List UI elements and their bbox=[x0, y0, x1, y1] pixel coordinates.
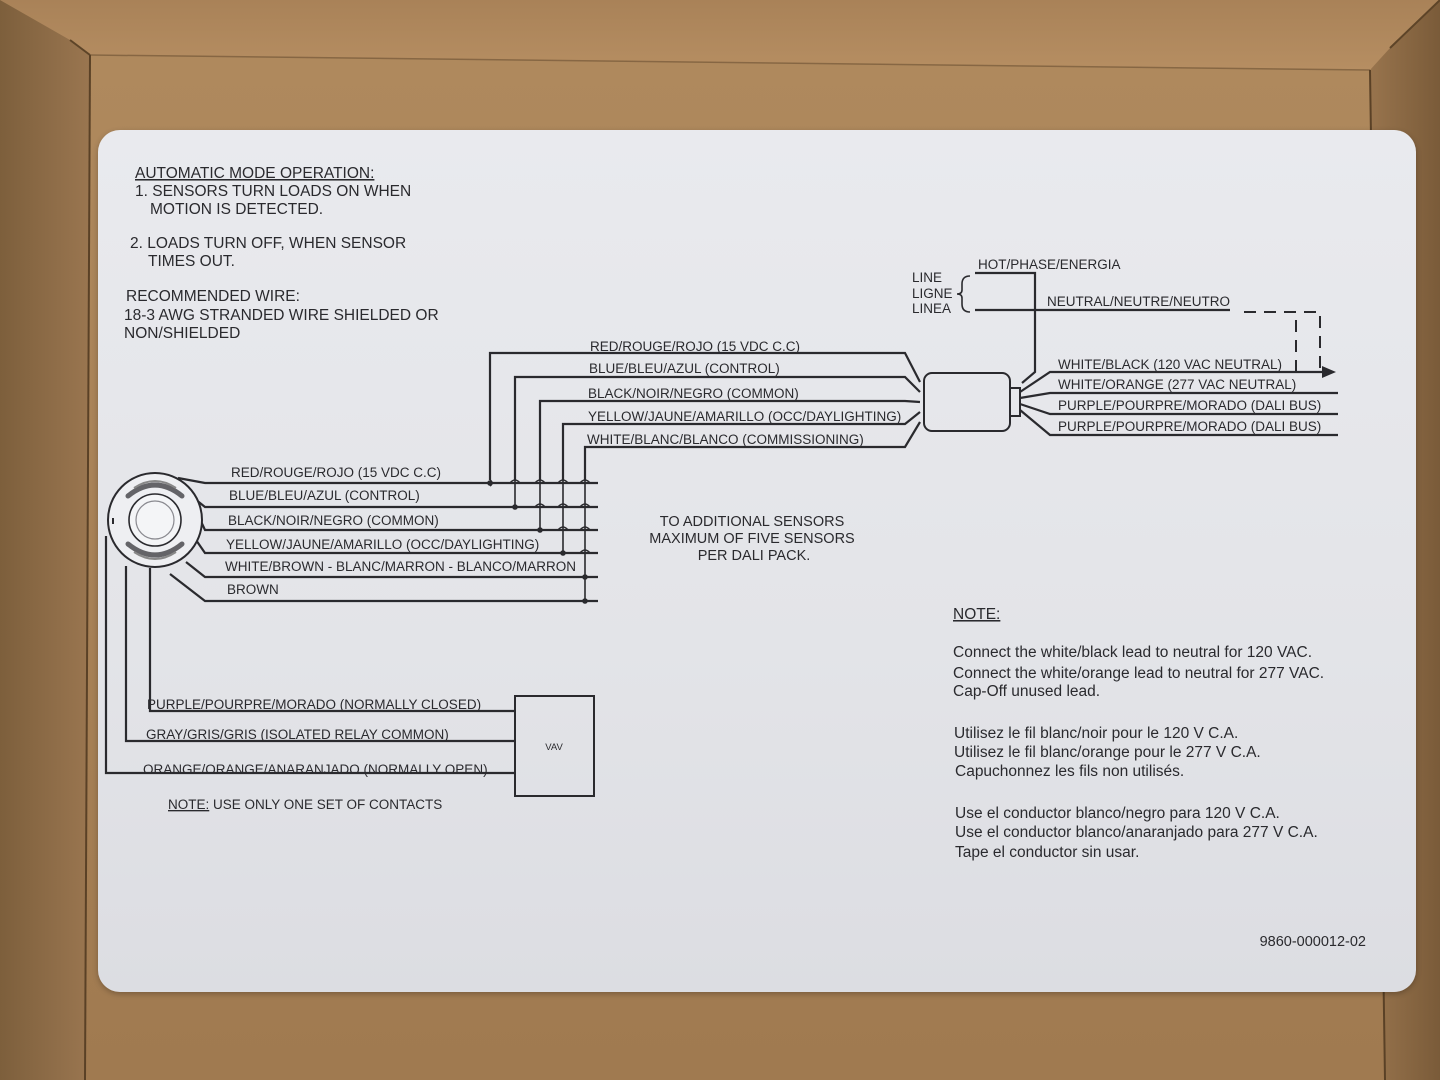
neutral-jumper-outer bbox=[1244, 311, 1321, 372]
yellow-bus bbox=[561, 411, 921, 480]
white-black-arrow bbox=[1322, 366, 1336, 378]
additional-sensors-line2: MAXIMUM OF FIVE SENSORS bbox=[649, 531, 854, 547]
dali-pack-connector bbox=[1009, 387, 1021, 417]
white-orange-wire bbox=[1019, 391, 1338, 400]
wire-junctions bbox=[487, 479, 598, 604]
dali-pack bbox=[923, 372, 1011, 432]
pack-output-dali-bus-1: PURPLE/POURPRE/MORADO (DALI BUS) bbox=[1058, 398, 1321, 413]
white-bus bbox=[583, 421, 921, 480]
note-spanish-1: Use el conductor blanco/negro para 120 V… bbox=[955, 805, 1280, 822]
wiring-label bbox=[98, 130, 1416, 992]
note-english-3: Cap-Off unused lead. bbox=[953, 683, 1100, 700]
note-french-2: Utilisez le fil blanc/orange pour le 277… bbox=[954, 744, 1261, 761]
recommended-wire-heading: RECOMMENDED WIRE: bbox=[126, 288, 300, 305]
recommended-wire-line1: 18-3 AWG STRANDED WIRE SHIELDED OR bbox=[124, 307, 439, 324]
sensor-wire-red: RED/ROUGE/ROJO (15 VDC C.C) bbox=[231, 465, 441, 480]
dali-bus-wire-1 bbox=[1019, 402, 1338, 416]
relay-wire-nc: PURPLE/POURPRE/MORADO (NORMALLY CLOSED) bbox=[147, 697, 481, 712]
note-spanish-2: Use el conductor blanco/anaranjado para … bbox=[955, 824, 1318, 841]
red-bus bbox=[488, 351, 921, 480]
sensor-wire-black: BLACK/NOIR/NEGRO (COMMON) bbox=[228, 513, 439, 528]
contacts-note-text: USE ONLY ONE SET OF CONTACTS bbox=[209, 797, 442, 812]
vav-label: VAV bbox=[545, 742, 563, 753]
pack-input-white: WHITE/BLANC/BLANCO (COMMISSIONING) bbox=[587, 432, 864, 447]
vav-box bbox=[514, 695, 595, 797]
sensor-wire-white-brown: WHITE/BROWN - BLANC/MARRON - BLANCO/MARR… bbox=[225, 559, 576, 574]
pack-input-black: BLACK/NOIR/NEGRO (COMMON) bbox=[588, 386, 799, 401]
pack-input-red: RED/ROUGE/ROJO (15 VDC C.C) bbox=[590, 339, 800, 354]
pack-output-white-black: WHITE/BLACK (120 VAC NEUTRAL) bbox=[1058, 357, 1282, 372]
contacts-note-prefix: NOTE: bbox=[168, 797, 209, 812]
note-english-1: Connect the white/black lead to neutral … bbox=[953, 644, 1312, 661]
additional-sensors-line3: PER DALI PACK. bbox=[698, 548, 811, 564]
additional-sensors-line1: TO ADDITIONAL SENSORS bbox=[660, 514, 845, 530]
auto-mode-step1-line1: 1. SENSORS TURN LOADS ON WHEN bbox=[135, 183, 411, 200]
line-label: LINE bbox=[912, 270, 942, 285]
auto-mode-heading: AUTOMATIC MODE OPERATION: bbox=[135, 165, 374, 182]
relay-wire-no: ORANGE/ORANGE/ANARANJADO (NORMALLY OPEN) bbox=[143, 762, 488, 777]
note-heading: NOTE: bbox=[953, 606, 1000, 623]
sensor-wire-brown: BROWN bbox=[227, 582, 279, 597]
hot-to-pack bbox=[1021, 312, 1037, 384]
contacts-note: NOTE: USE ONLY ONE SET OF CONTACTS bbox=[168, 797, 442, 812]
sensor-wire-blue: BLUE/BLEU/AZUL (CONTROL) bbox=[229, 488, 420, 503]
note-english-2: Connect the white/orange lead to neutral… bbox=[953, 665, 1324, 682]
hot-wire bbox=[975, 271, 1037, 312]
part-number: 9860-000012-02 bbox=[1260, 934, 1366, 950]
ligne-label: LIGNE bbox=[912, 286, 953, 301]
brown-wire bbox=[169, 573, 598, 603]
black-bus bbox=[538, 399, 921, 480]
red-wire bbox=[177, 476, 598, 485]
yellow-wire bbox=[195, 539, 598, 555]
relay-common-wire bbox=[124, 566, 514, 743]
white-black-wire bbox=[1019, 370, 1330, 393]
relay-wire-common: GRAY/GRIS/GRIS (ISOLATED RELAY COMMON) bbox=[146, 727, 449, 742]
relay-nc-wire bbox=[148, 568, 514, 713]
note-french-1: Utilisez le fil blanc/noir pour le 120 V… bbox=[954, 725, 1238, 742]
linea-label: LINEA bbox=[912, 301, 951, 316]
note-spanish-3: Tape el conductor sin usar. bbox=[955, 844, 1139, 861]
blue-bus bbox=[513, 375, 921, 480]
auto-mode-step2-line2: TIMES OUT. bbox=[148, 253, 235, 270]
neutral-wire-label: NEUTRAL/NEUTRE/NEUTRO bbox=[1047, 294, 1230, 309]
sensor-wire-yellow: YELLOW/JAUNE/AMARILLO (OCC/DAYLIGHTING) bbox=[226, 537, 539, 552]
dali-bus-wire-2 bbox=[1019, 409, 1338, 437]
pack-output-white-orange: WHITE/ORANGE (277 VAC NEUTRAL) bbox=[1058, 377, 1296, 392]
relay-no-wire bbox=[104, 536, 514, 775]
recommended-wire-line2: NON/SHIELDED bbox=[124, 325, 240, 342]
occupancy-sensor bbox=[107, 472, 203, 568]
line-brace bbox=[956, 275, 971, 313]
hot-wire-label: HOT/PHASE/ENERGIA bbox=[978, 257, 1121, 272]
white-brown-wire bbox=[185, 561, 598, 579]
auto-mode-step2-line1: 2. LOADS TURN OFF, WHEN SENSOR bbox=[130, 235, 406, 252]
note-french-3: Capuchonnez les fils non utilisés. bbox=[955, 763, 1184, 780]
auto-mode-step1-line2: MOTION IS DETECTED. bbox=[150, 201, 323, 218]
pack-input-blue: BLUE/BLEU/AZUL (CONTROL) bbox=[589, 361, 780, 376]
pack-input-yellow: YELLOW/JAUNE/AMARILLO (OCC/DAYLIGHTING) bbox=[588, 409, 901, 424]
pack-output-dali-bus-2: PURPLE/POURPRE/MORADO (DALI BUS) bbox=[1058, 419, 1321, 434]
